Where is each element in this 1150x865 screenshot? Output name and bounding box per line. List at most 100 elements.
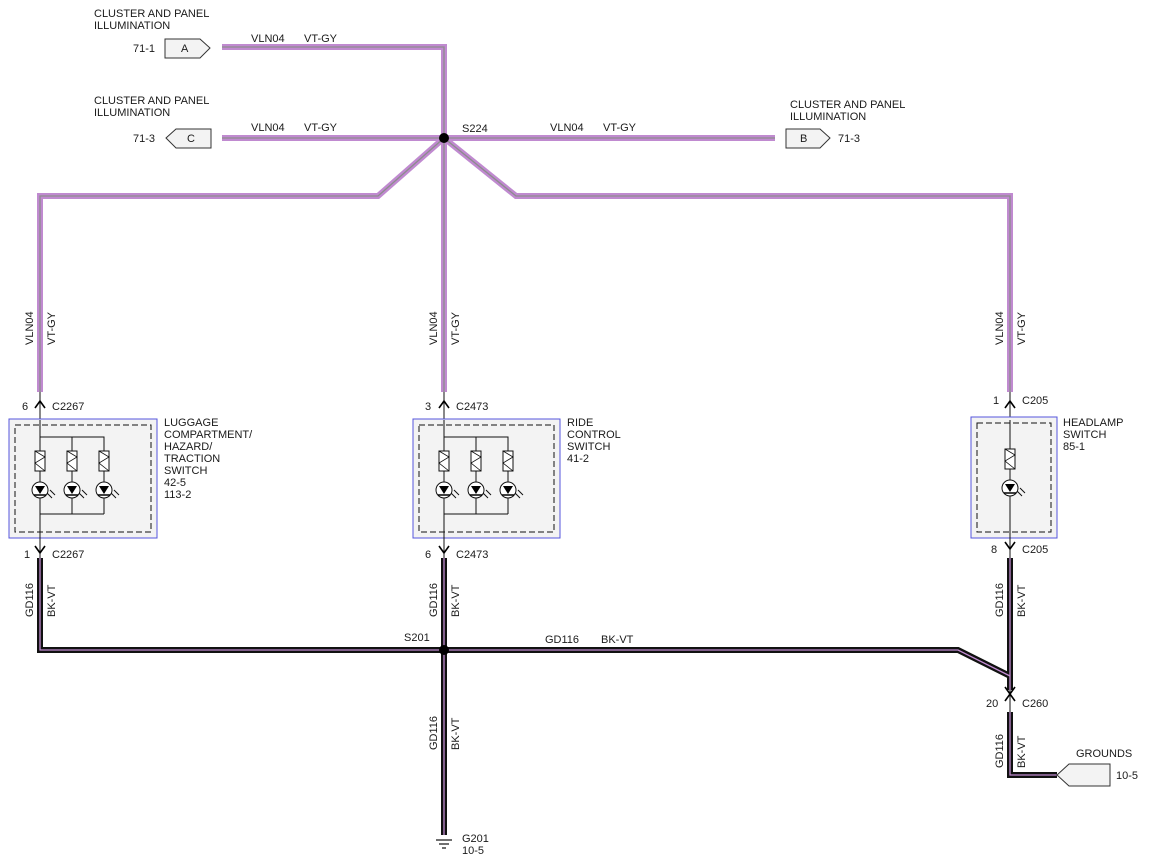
vertical-wire-labels-vln: VLN04 VT-GY VLN04 VT-GY VLN04 VT-GY bbox=[24, 311, 1028, 345]
s224-splice-dot bbox=[439, 133, 449, 143]
ride-control-switch: 3 C2473 6 C2473 RIDE CONT bbox=[412, 392, 621, 561]
s201-label: S201 bbox=[404, 632, 430, 644]
vln04-wires bbox=[37, 44, 1013, 392]
headlamp-top-pin-chevron-icon bbox=[1004, 399, 1016, 409]
g201-gd-circuit: GD116 bbox=[428, 716, 440, 750]
ride-top-conn: C2473 bbox=[456, 401, 488, 413]
c260-connector: 20 C260 bbox=[986, 686, 1048, 712]
connector-b-flag bbox=[785, 128, 831, 149]
luggage-gd-color: BK-VT bbox=[46, 584, 58, 617]
connector-a-wire-color: VT-GY bbox=[304, 33, 338, 45]
headlamp-vln-color: VT-GY bbox=[1016, 311, 1028, 345]
connector-b-wire-circuit: VLN04 bbox=[550, 122, 584, 134]
luggage-inner-box bbox=[14, 424, 152, 533]
grounds-connector: GROUNDS 10-5 bbox=[1056, 748, 1138, 787]
ride-gd-circuit: GD116 bbox=[428, 583, 440, 617]
headlamp-box bbox=[970, 416, 1058, 539]
ride-label-3: SWITCH bbox=[567, 441, 610, 453]
ride-resistors bbox=[438, 450, 514, 472]
connector-a-wire-circuit: VLN04 bbox=[251, 33, 285, 45]
connector-c-ref: 71-3 bbox=[133, 133, 155, 145]
ride-vln-color: VT-GY bbox=[450, 311, 462, 345]
ride-label-4: 41-2 bbox=[567, 453, 589, 465]
c260-gd-color: BK-VT bbox=[1016, 735, 1028, 768]
luggage-bot-pin: 1 bbox=[24, 549, 30, 561]
luggage-leds bbox=[31, 481, 120, 499]
horizontal-gd-color: BK-VT bbox=[601, 634, 634, 646]
grounds-ref: 10-5 bbox=[1116, 770, 1138, 782]
connector-b-letter: B bbox=[800, 133, 807, 145]
connector-c-flag bbox=[165, 128, 212, 149]
horizontal-gd-circuit: GD116 bbox=[545, 634, 579, 646]
connector-a-flag bbox=[164, 38, 211, 59]
luggage-label-4: TRACTION bbox=[164, 453, 220, 465]
ride-top-pin-chevron-icon bbox=[438, 399, 450, 409]
headlamp-resistor-icon bbox=[1004, 448, 1016, 470]
s224-label: S224 bbox=[462, 123, 488, 135]
luggage-resistor-icon bbox=[98, 450, 110, 472]
ride-bot-pin: 6 bbox=[425, 549, 431, 561]
luggage-label-5: SWITCH bbox=[164, 465, 207, 477]
luggage-label-3: HAZARD/ bbox=[164, 441, 213, 453]
c260-pin: 20 bbox=[986, 698, 998, 710]
vertical-wire-labels-gd: GD116 BK-VT GD116 BK-VT GD116 BK-VT GD11… bbox=[24, 583, 1028, 768]
ride-vln-circuit: VLN04 bbox=[428, 311, 440, 345]
headlamp-gd-color: BK-VT bbox=[1016, 584, 1028, 617]
grounds-label: GROUNDS bbox=[1076, 748, 1132, 760]
luggage-label-2: COMPARTMENT/ bbox=[164, 429, 253, 441]
ride-resistor-icon bbox=[502, 450, 514, 472]
headlamp-bot-pin: 8 bbox=[991, 544, 997, 556]
ride-inner-box bbox=[418, 424, 555, 533]
luggage-resistors bbox=[34, 450, 110, 472]
gd116-wires bbox=[37, 558, 1057, 835]
headlamp-top-conn: C205 bbox=[1022, 395, 1048, 407]
c260-conn: C260 bbox=[1022, 698, 1048, 710]
connector-b: CLUSTER AND PANEL ILLUMINATION B 71-3 VL… bbox=[550, 99, 905, 149]
luggage-vln-color: VT-GY bbox=[46, 311, 58, 345]
ride-resistor-icon bbox=[470, 450, 482, 472]
luggage-bottom-pin-chevron-icon bbox=[34, 545, 46, 555]
c260-gd-circuit: GD116 bbox=[994, 734, 1006, 768]
ride-box bbox=[412, 418, 561, 539]
ride-gd-color: BK-VT bbox=[450, 584, 462, 617]
ride-label-1: RIDE bbox=[567, 417, 593, 429]
connector-a-letter: A bbox=[181, 43, 189, 55]
s201-splice-dot bbox=[439, 645, 449, 655]
g201-ground: G201 10-5 bbox=[436, 833, 489, 857]
ride-label-2: CONTROL bbox=[567, 429, 621, 441]
connector-b-title-line1: CLUSTER AND PANEL bbox=[790, 99, 905, 111]
headlamp-bot-conn: C205 bbox=[1022, 544, 1048, 556]
headlamp-label-1: HEADLAMP bbox=[1063, 417, 1124, 429]
headlamp-top-pin: 1 bbox=[993, 395, 999, 407]
g201-ref: 10-5 bbox=[462, 845, 484, 857]
luggage-label-1: LUGGAGE bbox=[164, 417, 218, 429]
luggage-box bbox=[8, 418, 158, 539]
headlamp-label-2: SWITCH bbox=[1063, 429, 1106, 441]
luggage-label-6: 42-5 bbox=[164, 477, 186, 489]
headlamp-gd-circuit: GD116 bbox=[994, 583, 1006, 617]
g201-gd-color: BK-VT bbox=[450, 717, 462, 750]
luggage-switch: 6 C2267 1 C22 bbox=[8, 392, 253, 561]
connector-c-title-line1: CLUSTER AND PANEL bbox=[94, 95, 209, 107]
luggage-vln-circuit: VLN04 bbox=[24, 311, 36, 345]
connector-c-title-line2: ILLUMINATION bbox=[94, 107, 170, 119]
luggage-label-7: 113-2 bbox=[164, 489, 191, 501]
luggage-top-pin: 6 bbox=[22, 401, 28, 413]
g201-label: G201 bbox=[462, 833, 489, 845]
headlamp-switch: 1 C205 8 C205 HEADLAMP SWITCH 85-1 bbox=[970, 392, 1124, 558]
headlamp-vln-circuit: VLN04 bbox=[994, 311, 1006, 345]
ride-bot-conn: C2473 bbox=[456, 549, 488, 561]
c260-lower-chevron-icon bbox=[1004, 692, 1016, 702]
luggage-bot-conn: C2267 bbox=[52, 549, 84, 561]
connector-c-wire-circuit: VLN04 bbox=[251, 122, 285, 134]
connector-b-wire-color: VT-GY bbox=[603, 122, 637, 134]
luggage-resistor-icon bbox=[66, 450, 78, 472]
ride-bottom-pin-chevron-icon bbox=[438, 545, 450, 555]
ride-resistor-icon bbox=[438, 450, 450, 472]
connector-c-letter: C bbox=[187, 133, 195, 145]
connector-b-ref: 71-3 bbox=[838, 133, 860, 145]
connector-a-ref: 71-1 bbox=[133, 43, 155, 55]
luggage-resistor-icon bbox=[34, 450, 46, 472]
connector-c-wire-color: VT-GY bbox=[304, 122, 338, 134]
